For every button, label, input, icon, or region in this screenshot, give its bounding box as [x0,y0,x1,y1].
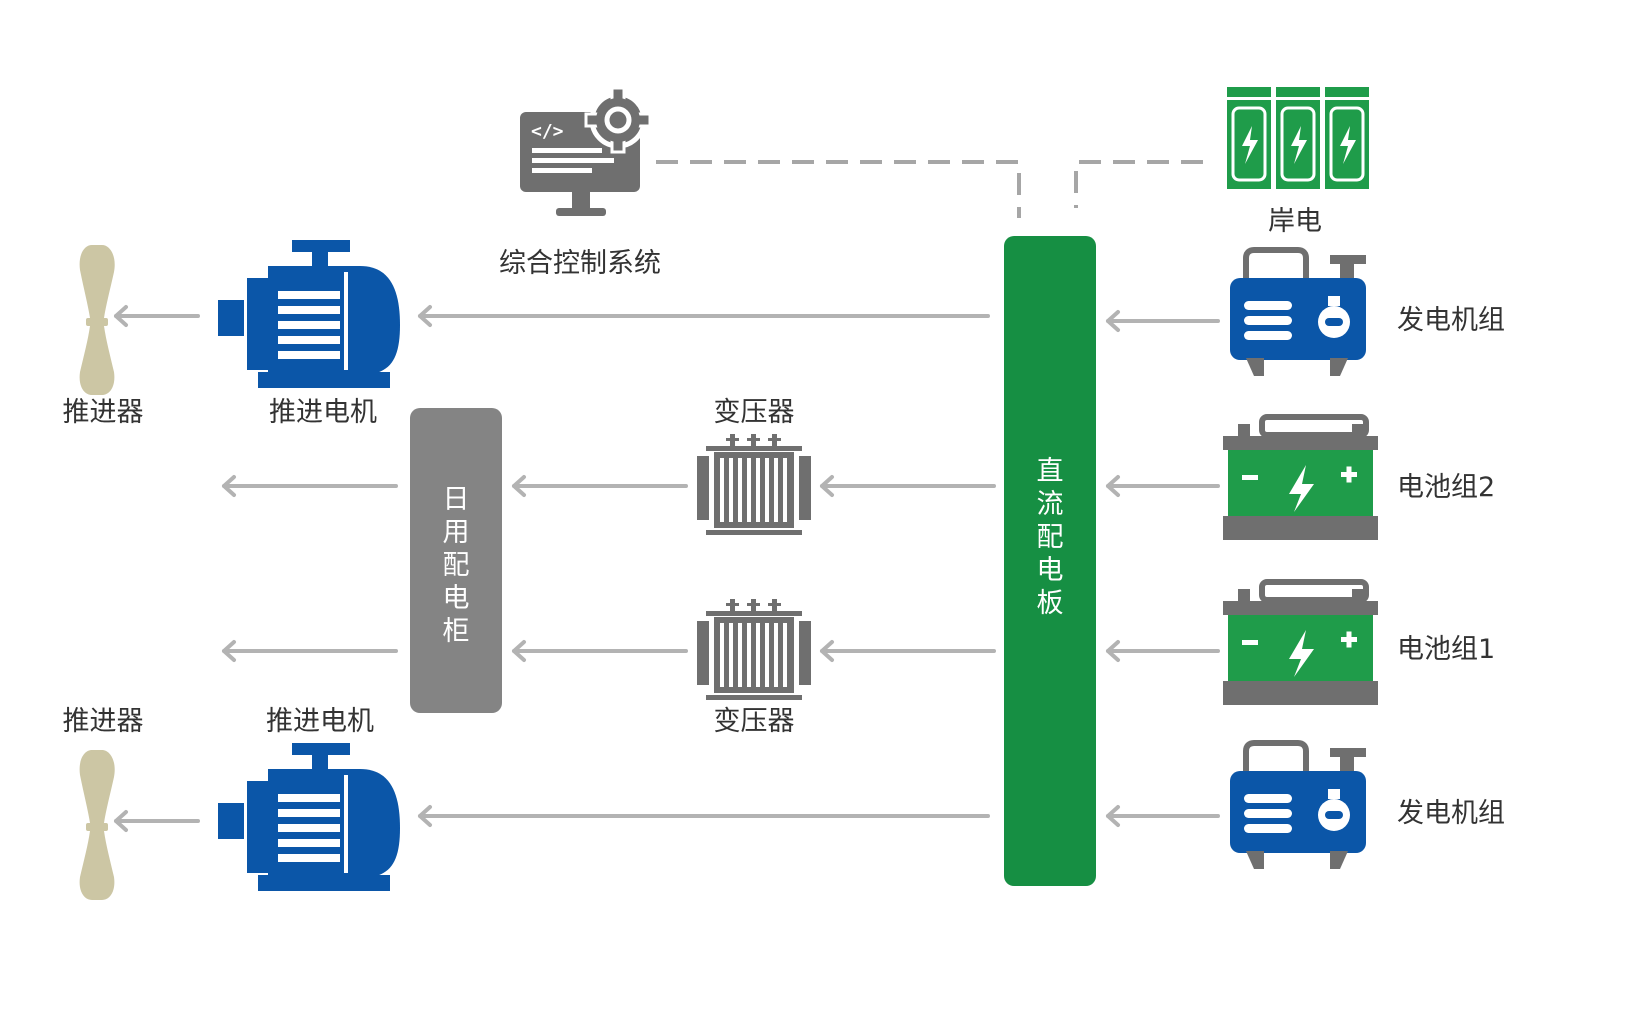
daily-cabinet-char: 电 [442,583,470,614]
dc-distribution-board [1004,236,1096,886]
motor-label-bottom: 推进电机 [266,706,374,737]
svg-text:</>: </> [531,121,564,142]
motor-label-top: 推进电机 [269,397,377,428]
daily-cabinet-label: 日 用 配 电 柜 [410,483,502,648]
source-label-battery-2: 电池组2 [1397,472,1496,503]
dc-board-char: 配 [1036,522,1064,553]
daily-cabinet-char: 配 [442,550,470,581]
propeller-icon-top [79,245,115,395]
dc-board-label: 直 流 配 电 板 [1004,455,1096,620]
propeller-icon-bottom [79,750,115,900]
source-label-generator-top: 发电机组 [1397,305,1505,336]
shore-power-label: 岸电 [1268,206,1322,237]
control-system-label: 综合控制系统 [499,248,661,279]
source-label-generator-bottom: 发电机组 [1397,798,1505,829]
battery-icon-2 [1223,417,1378,540]
generator-icon-top [1230,250,1366,376]
dc-board-char: 直 [1036,456,1064,487]
computer-gear-icon: </> [520,86,652,216]
propeller-label-bottom: 推进器 [62,706,144,737]
control-dashed-line [656,160,1021,218]
source-label-battery-1: 电池组1 [1397,634,1496,665]
battery-rack-icon [1227,87,1369,189]
transformer-icon-top [697,434,811,535]
daily-cabinet-char: 日 [442,484,470,515]
daily-cabinet-char: 柜 [442,616,470,647]
flow-arrows [114,314,1220,823]
battery-icon-1 [1223,582,1378,705]
dc-board-char: 流 [1036,489,1064,520]
generator-icon-bottom [1230,743,1366,869]
daily-distribution-cabinet [410,408,502,713]
daily-cabinet-char: 用 [442,517,470,548]
transformer-icon-bottom [697,599,811,700]
motor-icon-top [218,240,400,388]
propeller-label-top: 推进器 [62,397,144,428]
dc-board-char: 电 [1036,555,1064,586]
transformer-label-top: 变压器 [713,397,795,428]
dc-board-char: 板 [1036,588,1064,619]
transformer-label-bottom: 变压器 [713,706,795,737]
motor-icon-bottom [218,743,400,891]
shore-dashed-line [1074,160,1203,208]
